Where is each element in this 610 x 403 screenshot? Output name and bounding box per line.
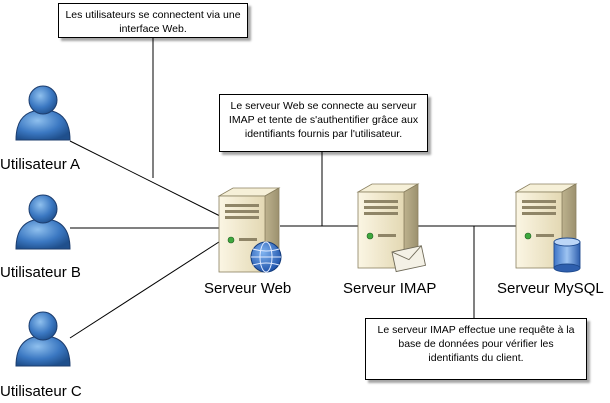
- callout-web-interface-text: Les utilisateurs se connectent via une i…: [65, 9, 241, 35]
- globe-icon: [250, 241, 282, 273]
- link-user-c-web: [69, 239, 223, 339]
- link-user-a-web: [69, 140, 223, 218]
- mysql-server-icon: [514, 183, 581, 273]
- callout-web-to-imap: Le serveur Web se connecte au serveur IM…: [219, 94, 428, 152]
- user-a-label: Utilisateur A: [0, 156, 81, 173]
- user-a-icon: [15, 85, 71, 141]
- callout-web-to-imap-text: Le serveur Web se connecte au serveur IM…: [228, 100, 419, 140]
- web-server-label: Serveur Web: [204, 280, 292, 297]
- envelope-icon: [391, 245, 427, 273]
- user-c-icon: [15, 311, 71, 367]
- imap-server-label: Serveur IMAP: [343, 280, 437, 297]
- connection-lines: [69, 38, 516, 339]
- user-c-label: Utilisateur C: [0, 383, 82, 400]
- user-b-icon: [15, 194, 71, 250]
- callout-imap-to-mysql: Le serveur IMAP effectue une requête à l…: [365, 318, 587, 380]
- mysql-server-label: Serveur MySQL: [497, 280, 604, 297]
- callout-imap-to-mysql-text: Le serveur IMAP effectue une requête à l…: [377, 324, 575, 364]
- callout-web-interface: Les utilisateurs se connectent via une i…: [58, 3, 248, 38]
- user-b-label: Utilisateur B: [0, 264, 81, 281]
- web-server-icon: [217, 187, 282, 273]
- imap-server-icon: [356, 183, 427, 273]
- database-icon: [553, 237, 581, 273]
